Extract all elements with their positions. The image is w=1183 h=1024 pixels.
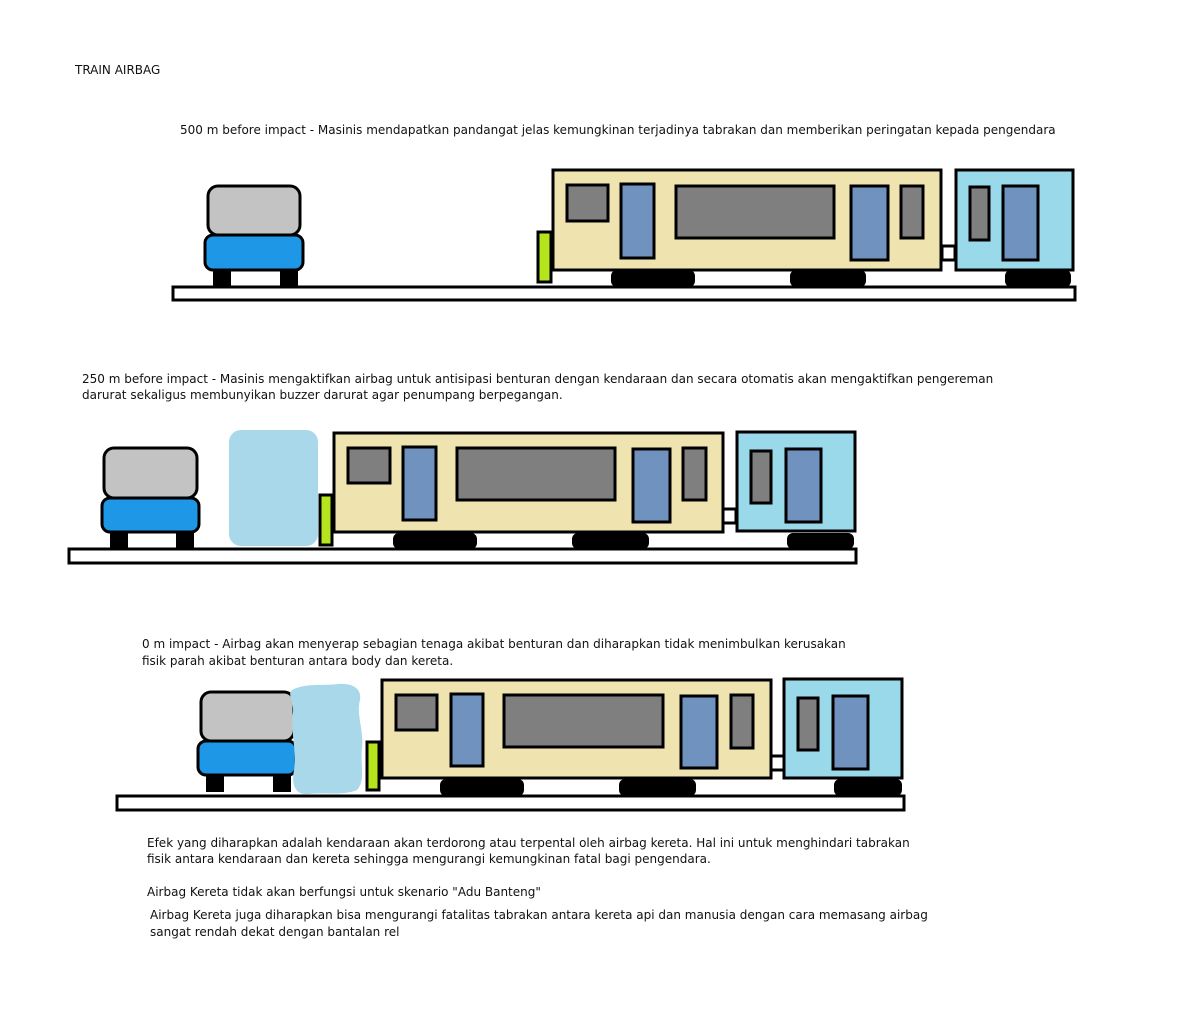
car-wheel [273,772,291,792]
window [729,693,755,750]
airbag-compressed [290,683,363,795]
car-roof [102,446,199,500]
caption-250m-line1: 250 m before impact - Masinis mengaktifk… [82,372,994,386]
car-wheel [213,267,231,287]
door [679,694,719,770]
head-on-note: Airbag Kereta tidak akan berfungsi untuk… [147,885,541,899]
caption-0m-line2: fisik parah akibat benturan antara body … [142,654,454,668]
bogie [611,270,695,287]
car-body [196,739,298,777]
caption-0m-line1: 0 m impact - Airbag akan menyerap sebagi… [142,637,846,651]
window [749,449,773,505]
bogie [393,533,477,549]
locomotive [782,677,904,796]
car-roof [206,184,302,237]
car [203,184,305,287]
window [899,184,925,240]
locomotive [954,168,1075,287]
pedestrian-note-line1: Airbag Kereta juga diharapkan bisa mengu… [150,908,928,922]
car-roof [199,690,296,743]
bogie [440,779,524,796]
bogie [619,779,696,796]
door [631,447,672,524]
effect-note-line2: fisik antara kendaraan dan kereta sehing… [147,852,711,866]
window [968,185,991,242]
window [502,693,665,749]
coupler [721,507,738,525]
bogie [834,779,902,796]
scene-250m [67,430,858,565]
door [1001,184,1040,262]
car-body [100,496,201,534]
scene-0m [115,677,906,812]
airbag-inflated [229,430,318,546]
caption-500m: 500 m before impact - Masinis mendapatka… [180,123,1056,137]
door [401,445,438,522]
train-bumper [318,493,334,547]
door [831,694,870,771]
window [394,693,439,732]
train-bumper [365,740,381,792]
train-bumper [536,230,553,284]
bogie [572,533,649,549]
window [346,446,392,485]
passenger-car [332,431,725,549]
rail-track [171,285,1077,302]
coupler [940,244,957,262]
window [796,696,820,752]
window [455,446,617,502]
window [565,183,610,223]
door [449,692,485,768]
window [681,446,708,502]
car-wheel [206,772,224,792]
caption-250m-line2: darurat sekaligus membunyikan buzzer dar… [82,388,563,402]
bogie [787,533,854,549]
door [784,447,823,524]
coupler [769,754,786,772]
window [674,184,836,240]
pedestrian-note-line2: sangat rendah dekat dengan bantalan rel [150,925,400,939]
car-wheel [110,530,128,550]
door [849,184,890,262]
car-wheel [280,267,298,287]
passenger-car [380,678,773,796]
car [196,690,298,792]
locomotive [735,430,857,549]
car [100,446,201,550]
door [619,182,656,260]
scene-500m [171,168,1077,302]
car-wheel [176,530,194,550]
passenger-car [551,168,943,287]
page-title: TRAIN AIRBAG [75,63,161,77]
effect-note-line1: Efek yang diharapkan adalah kendaraan ak… [147,836,910,850]
rail-track [67,547,858,565]
rail-track [115,794,906,812]
bogie [1005,270,1071,287]
bogie [790,270,866,287]
car-body [203,233,305,272]
